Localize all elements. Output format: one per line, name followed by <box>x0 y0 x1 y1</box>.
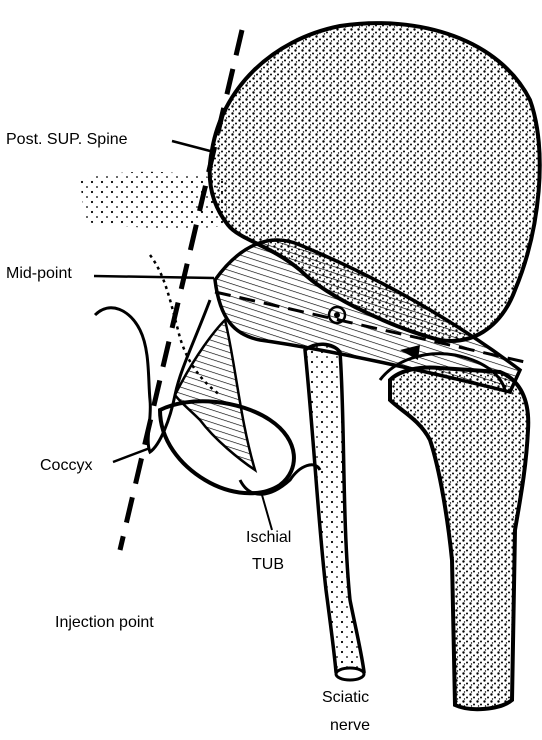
label-sciatic-line2: nerve <box>330 716 370 736</box>
label-sciatic-line1: Sciatic <box>322 688 369 708</box>
sciatic-nerve-shape <box>305 344 364 678</box>
leader-mid-point <box>94 276 214 278</box>
sacral-region <box>80 172 228 229</box>
label-ischial-line2: TUB <box>252 555 284 575</box>
femur <box>390 368 528 710</box>
label-mid-point: Mid-point <box>6 264 72 284</box>
leader-coccyx <box>113 448 150 462</box>
leader-post-sup-spine <box>172 141 214 152</box>
label-injection-point: Injection point <box>55 613 154 633</box>
piriformis <box>175 320 255 470</box>
label-ischial-line1: Ischial <box>246 528 291 548</box>
label-coccyx: Coccyx <box>40 456 92 476</box>
label-post-sup-spine: Post. SUP. Spine <box>6 130 128 150</box>
leader-ischial <box>262 495 272 530</box>
